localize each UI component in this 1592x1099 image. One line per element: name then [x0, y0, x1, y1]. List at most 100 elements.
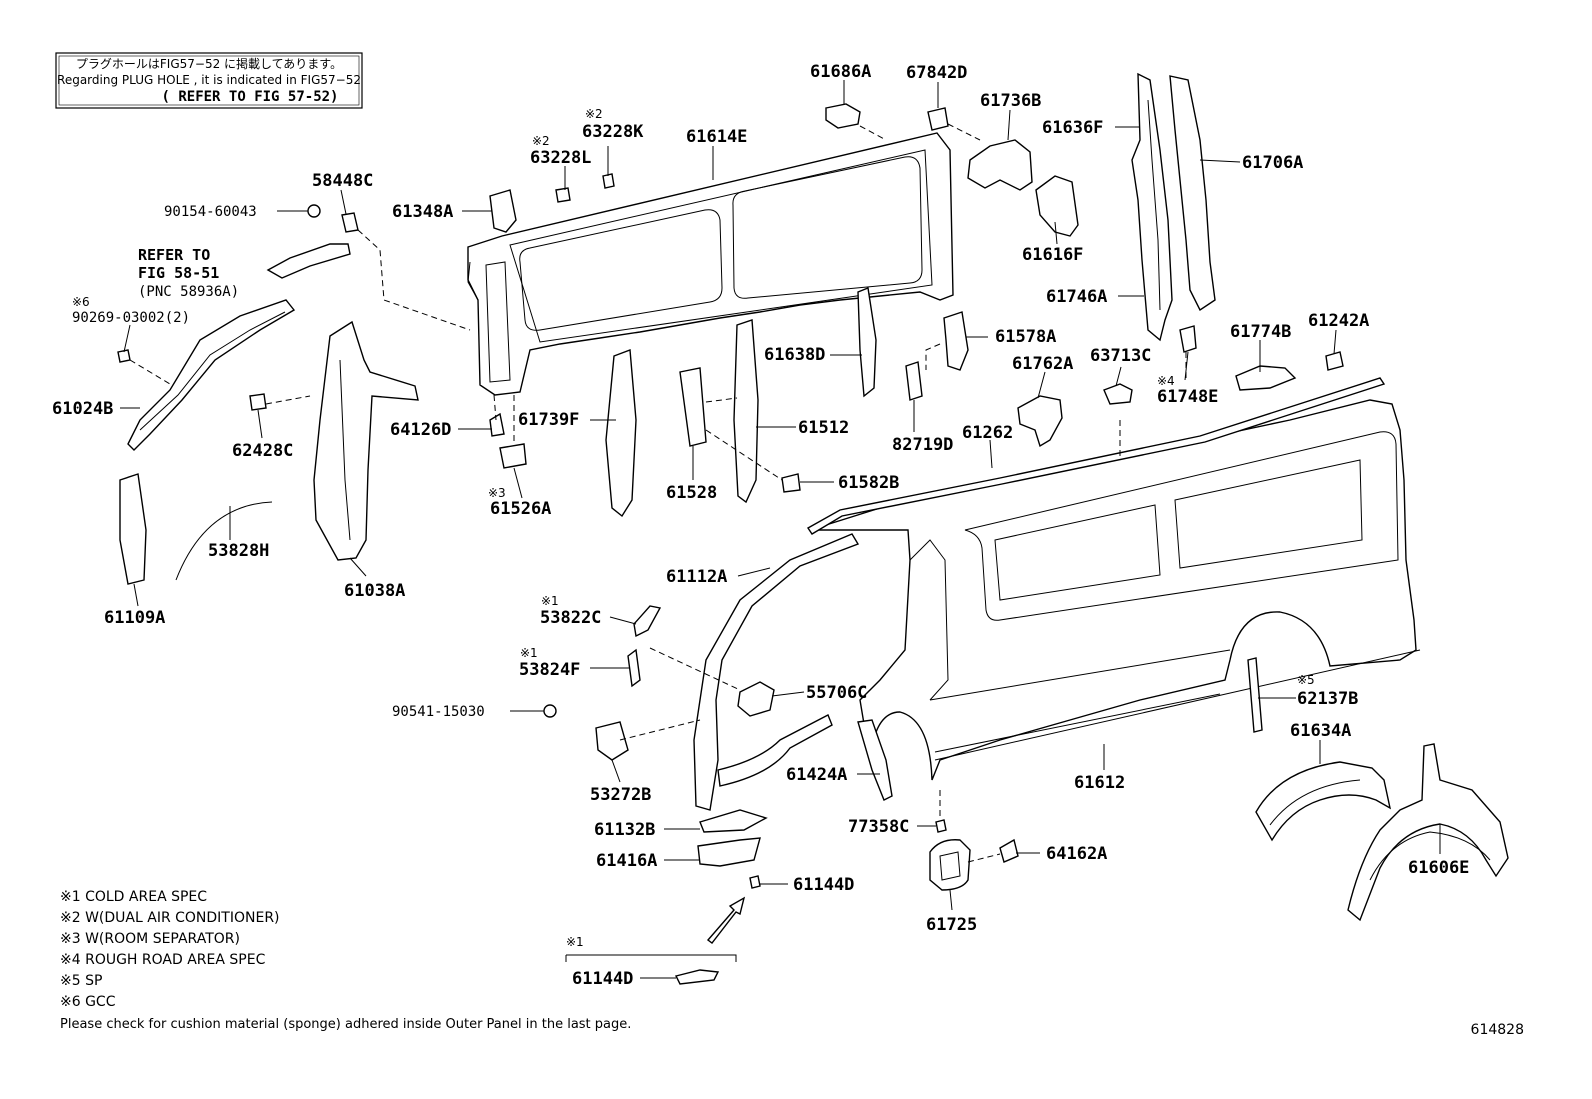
refer-line-1: REFER TO — [138, 246, 210, 264]
label-61038a: 61038A — [344, 581, 405, 601]
label-67842d: 67842D — [906, 63, 967, 83]
label-61578a: 61578A — [995, 327, 1056, 347]
part-61024b-shape — [127, 299, 296, 451]
label-77358c: 77358C — [848, 817, 909, 837]
label-64126d: 64126D — [390, 420, 451, 440]
label-55706c: 55706C — [806, 683, 867, 703]
part-61636f-shape — [1131, 72, 1173, 342]
part-67842d-shape — [927, 107, 949, 131]
part-61686a-shape — [825, 103, 861, 129]
label-61606e: 61606E — [1408, 858, 1469, 878]
part-55706c-shape — [737, 681, 775, 717]
label-61416a: 61416A — [596, 851, 657, 871]
legend: ※1 COLD AREA SPEC ※2 W(DUAL AIR CONDITIO… — [60, 889, 631, 1032]
part-53822c-shape — [633, 605, 662, 638]
label-61762a: 61762A — [1012, 354, 1073, 374]
legend-item: ※3 W(ROOM SEPARATOR) — [60, 931, 240, 947]
label-61582b: 61582B — [838, 473, 899, 493]
part-61616f-shape — [1035, 175, 1079, 237]
legend-item: ※5 SP — [60, 973, 102, 989]
label-53822c: 53822C — [540, 608, 601, 628]
label-90541: 90541-15030 — [392, 704, 485, 720]
legend-item: ※4 ROUGH ROAD AREA SPEC — [60, 952, 266, 968]
label-58448c: 58448C — [312, 171, 373, 191]
label-61526a: 61526A — [490, 499, 551, 519]
part-rocker-shape — [717, 714, 833, 787]
label-61636f: 61636F — [1042, 118, 1103, 138]
label-63228l: 63228L — [530, 148, 591, 168]
label-61348a: 61348A — [392, 202, 453, 222]
part-53828h-shape — [175, 501, 273, 581]
label-61144d-b: 61144D — [572, 969, 633, 989]
notes-line-1: プラグホールはFIG57−52 に掲載してあります。 — [76, 56, 342, 71]
part-61634a-shape — [1255, 761, 1392, 842]
mark-53824f: ※1 — [520, 646, 538, 660]
label-61774b: 61774B — [1230, 322, 1291, 342]
part-61348a-shape — [489, 189, 517, 233]
direction-arrow-icon — [706, 896, 746, 944]
mark-61526a: ※3 — [488, 486, 506, 500]
part-82719d-shape — [905, 361, 923, 401]
label-61686a: 61686A — [810, 62, 871, 82]
label-61748e: 61748E — [1157, 387, 1218, 407]
part-61706a-shape — [1169, 75, 1216, 312]
part-61582b-shape — [781, 473, 801, 493]
part-61774b-shape — [1235, 365, 1297, 391]
mark-53822c: ※1 — [541, 594, 559, 608]
notes-line-2: Regarding PLUG HOLE , it is indicated in… — [57, 73, 361, 87]
label-61528: 61528 — [666, 483, 717, 503]
label-62428c: 62428C — [232, 441, 293, 461]
mark-62137b: ※5 — [1297, 673, 1315, 687]
label-64162a: 64162A — [1046, 844, 1107, 864]
label-53828h: 53828H — [208, 541, 269, 561]
part-61739f-shape — [605, 349, 637, 518]
label-61706a: 61706A — [1242, 153, 1303, 173]
mark-63228k: ※2 — [585, 107, 603, 121]
part-61416a-shape — [697, 837, 761, 867]
label-63228k: 63228K — [582, 122, 644, 142]
label-61109a: 61109A — [104, 608, 165, 628]
label-61739f: 61739F — [518, 410, 579, 430]
label-61512: 61512 — [798, 418, 849, 438]
part-61132b-shape — [699, 809, 768, 833]
label-63713c: 63713C — [1090, 346, 1151, 366]
figure-id: 614828 — [1471, 1022, 1524, 1038]
mark-61144d-b: ※1 — [566, 935, 584, 949]
part-90154-shape — [307, 204, 321, 218]
label-82719d: 82719D — [892, 435, 953, 455]
part-61736b-shape — [967, 139, 1033, 191]
label-61634a: 61634A — [1290, 721, 1351, 741]
refer-line-3: (PNC 58936A) — [138, 284, 239, 300]
label-90154: 90154-60043 — [164, 204, 257, 220]
mark-90269: ※6 — [72, 295, 90, 309]
part-61612-shape — [809, 399, 1421, 781]
label-61024b: 61024B — [52, 399, 113, 419]
part-61424a-shape — [857, 719, 893, 801]
label-61725: 61725 — [926, 915, 977, 935]
part-61242a-shape — [1325, 351, 1344, 371]
part-64126d-shape — [489, 412, 505, 437]
part-61638d-shape — [857, 287, 877, 398]
label-61112a: 61112A — [666, 567, 727, 587]
part-63228l-shape — [555, 187, 571, 203]
legend-item: ※6 GCC — [60, 994, 116, 1010]
refer-note: REFER TO FIG 58-51 (PNC 58936A) — [138, 246, 239, 300]
leader-lines — [120, 80, 1441, 979]
mark-63228l: ※2 — [532, 134, 550, 148]
label-61616f: 61616F — [1022, 245, 1083, 265]
label-61242a: 61242A — [1308, 311, 1369, 331]
part-63228k-shape — [602, 173, 615, 189]
part-61528-shape — [679, 367, 707, 447]
label-61262: 61262 — [962, 423, 1013, 443]
part-61144d-b-shape — [674, 969, 720, 985]
part-61762a-shape — [1017, 395, 1063, 448]
part-62137b-shape — [1247, 657, 1263, 733]
notes-line-3: ( REFER TO FIG 57-52) — [161, 89, 338, 105]
part-61614e-shape — [467, 132, 954, 396]
part-58448c-shape — [341, 212, 359, 233]
label-61424a: 61424A — [786, 765, 847, 785]
part-53272b-shape — [595, 721, 629, 761]
part-64162a-shape — [999, 838, 1019, 863]
part-53824f-shape — [627, 648, 641, 688]
part-61748e-shape — [1179, 325, 1197, 353]
